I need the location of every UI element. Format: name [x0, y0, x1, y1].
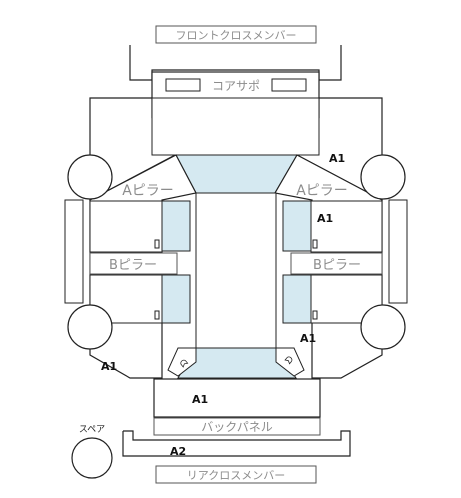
back-panel-box [153, 417, 321, 436]
grade-front-right: A1 [329, 152, 345, 165]
trunk-lid [153, 378, 321, 418]
left-rear-window [161, 274, 191, 324]
front-bracket [129, 45, 342, 81]
grade-right-front-door: A1 [317, 212, 333, 225]
core-support-label: コアサポ [212, 79, 260, 93]
right-front-window [282, 200, 312, 252]
rear-floor [122, 430, 351, 457]
left-front-door-handle [154, 239, 160, 249]
left-front-door [89, 200, 163, 253]
c-pillar-left [167, 347, 197, 377]
rear-cross-member-label: リアクロスメンバー [187, 469, 285, 482]
grade-trunk: A1 [192, 393, 208, 406]
a-pillar-left-label: Aピラー [122, 183, 174, 199]
front-cross-member-label: フロントクロスメンバー [176, 29, 297, 42]
rear-cross-member-box [155, 465, 317, 484]
right-rear-window [282, 274, 312, 324]
left-rear-door-handle [154, 310, 160, 320]
spare-label: スペア [79, 425, 105, 435]
front-cross-member-box [155, 25, 317, 44]
b-pillar-right-box [290, 252, 383, 275]
rear-right-wheel [360, 304, 406, 350]
headlight-right [271, 78, 307, 92]
b-pillar-left-box [89, 252, 178, 275]
grade-rear-floor: A2 [170, 445, 186, 458]
left-front-window [161, 200, 191, 252]
back-panel-label: バックパネル [201, 420, 272, 434]
a-pillar-right-label: Aピラー [296, 183, 348, 199]
rear-left-wheel [67, 304, 113, 350]
right-side-sill [388, 199, 408, 304]
roof [195, 192, 277, 349]
front-right-wheel [360, 154, 406, 200]
b-pillar-right-label: Bピラー [313, 258, 361, 273]
headlight-left [165, 78, 201, 92]
right-front-door [310, 200, 383, 253]
grade-left-rear: A1 [101, 360, 117, 373]
hood-area [151, 97, 320, 156]
b-pillar-left-label: Bピラー [109, 258, 157, 273]
c-pillar-right [275, 347, 305, 377]
spare-tire [71, 437, 113, 479]
left-side-sill [64, 199, 84, 304]
right-front-door-handle [312, 239, 318, 249]
right-rear-door-handle [312, 310, 318, 320]
grade-right-rear-door: A1 [300, 332, 316, 345]
front-left-wheel [67, 154, 113, 200]
